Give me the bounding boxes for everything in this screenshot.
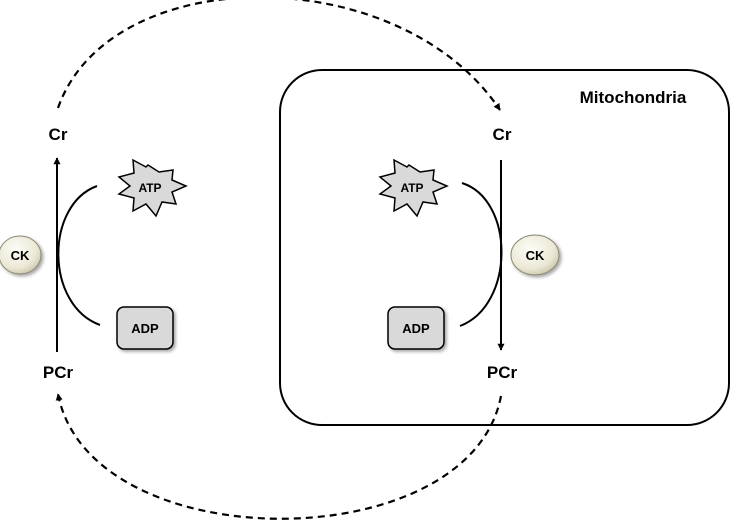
mitochondria-label: Mitochondria (580, 88, 687, 107)
mito-ck-enzyme: CK (510, 234, 560, 276)
cytosol-ck-enzyme: CK (0, 235, 42, 275)
mito-ck-label: CK (526, 248, 545, 263)
mito-cr-label: Cr (493, 125, 512, 144)
cytosol-atp-starburst (117, 158, 188, 218)
cytosol-atp-adp-curve (57, 185, 101, 326)
mito-atp-starburst (378, 158, 449, 218)
cytosol-atp-label: ATP (138, 181, 161, 195)
cr-shuttle-arrow (56, 0, 501, 111)
cytosol-pcr-label: PCr (43, 363, 74, 382)
mito-atp-label: ATP (400, 181, 423, 195)
cytosol-adp-badge: ADP (116, 306, 174, 350)
mito-pcr-label: PCr (487, 363, 518, 382)
pcr-shuttle-arrow (55, 393, 503, 520)
cytosol-cr-label: Cr (49, 125, 68, 144)
cytosol-adp-label: ADP (131, 321, 159, 336)
cytosol-ck-label: CK (11, 248, 30, 263)
mitochondria-compartment (279, 69, 730, 426)
mito-adp-badge: ADP (387, 306, 445, 350)
mito-adp-label: ADP (402, 321, 430, 336)
mito-atp-adp-curve (459, 182, 503, 327)
